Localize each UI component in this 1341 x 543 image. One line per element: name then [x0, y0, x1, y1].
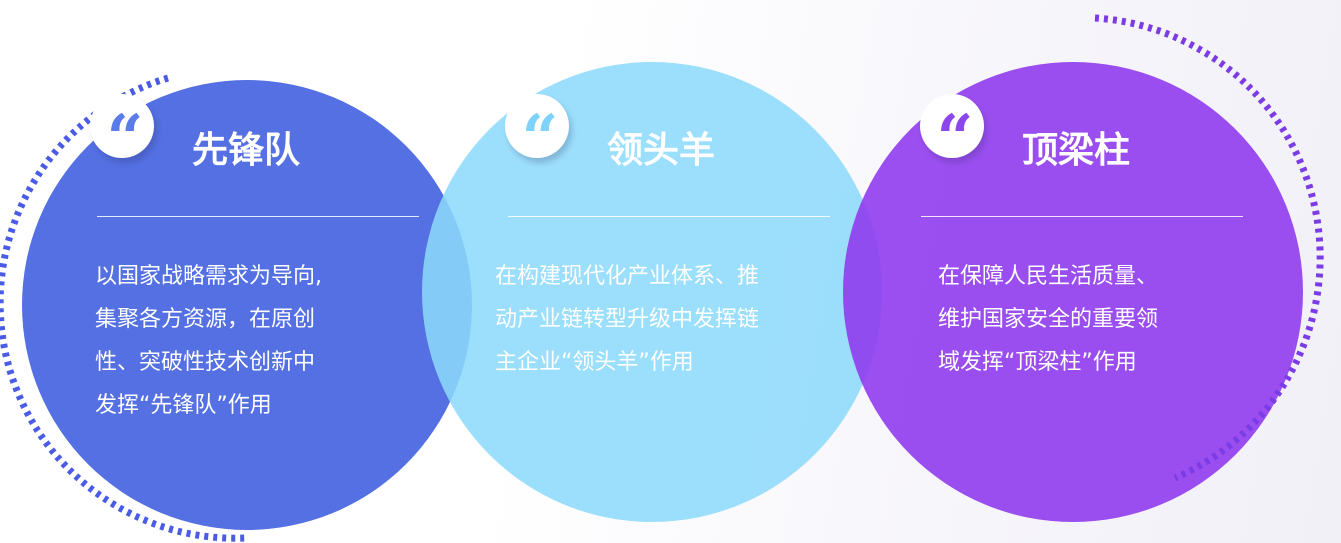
quote-glyph: “: [521, 101, 559, 176]
desc-line: 动产业链转型升级中发挥链: [495, 307, 760, 332]
desc-line: 集聚各方资源，在原创: [95, 307, 316, 332]
quote-icon: “: [505, 94, 569, 171]
quote-icon: “: [920, 94, 984, 171]
title-divider: [921, 216, 1243, 217]
title-divider: [508, 216, 830, 217]
desc-line: 在构建现代化产业体系、推: [495, 264, 760, 289]
desc-line: 域发挥“顶梁柱”作用: [938, 350, 1137, 375]
quote-glyph: “: [936, 101, 974, 176]
panel-title: 领头羊: [607, 130, 716, 171]
quote-glyph: “: [106, 101, 144, 176]
circle-leader: [422, 62, 882, 522]
panel-description: 以国家战略需求为导向, 集聚各方资源，在原创 性、突破性技术创新中 发挥“先锋队…: [95, 255, 322, 427]
desc-line: 以国家战略需求为导向,: [95, 264, 322, 289]
desc-line: 性、突破性技术创新中: [95, 350, 316, 375]
desc-line: 发挥“先锋队”作用: [95, 393, 272, 418]
desc-line: 在保障人民生活质量、: [938, 264, 1159, 289]
desc-line: 主企业“领头羊”作用: [495, 350, 694, 375]
desc-line: 维护国家安全的重要领: [938, 307, 1159, 332]
panel-description: 在保障人民生活质量、 维护国家安全的重要领 域发挥“顶梁柱”作用: [938, 255, 1158, 384]
panel-description: 在构建现代化产业体系、推 动产业链转型升级中发挥链 主企业“领头羊”作用: [495, 255, 759, 384]
panel-title: 顶梁柱: [1022, 130, 1131, 171]
title-divider: [97, 216, 419, 217]
panel-title: 先锋队: [192, 130, 301, 171]
quote-icon: “: [90, 94, 154, 171]
